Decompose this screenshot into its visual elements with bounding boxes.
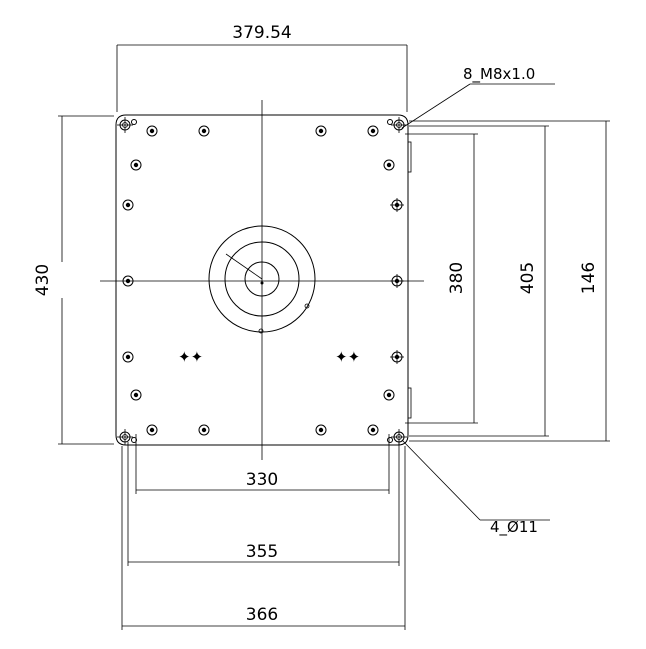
- dimension-left-height: 430: [33, 115, 114, 445]
- dim-right-380-label: 380: [447, 262, 467, 294]
- dimension-right-380: 380: [405, 133, 478, 424]
- dimension-right-405: 405: [409, 125, 549, 437]
- bore-radius-leader: [225, 253, 263, 280]
- hole: [367, 125, 379, 137]
- pin-pair-right: ✦✦: [335, 348, 360, 366]
- bore-inner-ring: [244, 261, 280, 297]
- callout-threaded-label: 8_M8x1.0: [463, 65, 535, 84]
- hole: [198, 424, 210, 436]
- dimension-bottom-355: 355: [127, 442, 400, 566]
- hole: [122, 351, 134, 363]
- bore-outer-ring: [208, 225, 316, 333]
- hole: [198, 125, 210, 137]
- corner-hole: [117, 117, 137, 133]
- hole: [383, 159, 395, 171]
- dim-left-height-label: 430: [33, 264, 53, 296]
- crossed-hole: [390, 274, 404, 288]
- bore-small-pin-bottom: [258, 328, 264, 334]
- hole: [367, 424, 379, 436]
- corner-hole: [117, 429, 137, 445]
- dimension-right-146: 146: [409, 120, 610, 442]
- corner-holes: [117, 117, 407, 445]
- side-tab-lower: [407, 387, 412, 419]
- side-tab-upper: [407, 141, 412, 173]
- dim-right-146-label: 146: [579, 262, 599, 294]
- hole: [122, 199, 134, 211]
- bore-middle-ring: [224, 241, 300, 317]
- dimension-top-width: 379.54: [116, 23, 408, 112]
- hole: [146, 125, 158, 137]
- bore-center-dot: [260, 281, 264, 285]
- dim-top-width-label: 379.54: [232, 23, 291, 43]
- central-bore: [208, 225, 316, 334]
- corner-hole: [387, 117, 407, 133]
- dim-bottom-366-label: 366: [246, 605, 278, 625]
- crossed-hole: [390, 350, 404, 364]
- hole: [383, 389, 395, 401]
- corner-hole: [387, 429, 407, 445]
- callout-through-label: 4_Ø11: [490, 518, 538, 537]
- dimension-bottom-366: 366: [121, 446, 406, 630]
- hole: [146, 424, 158, 436]
- dimension-bottom-330: 330: [135, 434, 390, 494]
- hole: [315, 125, 327, 137]
- plate-outline: [115, 114, 409, 446]
- mounting-holes: [122, 125, 395, 436]
- dim-bottom-330-label: 330: [246, 470, 278, 490]
- dim-right-405-label: 405: [518, 262, 538, 294]
- callout-threaded-holes: 8_M8x1.0: [401, 65, 555, 129]
- crossed-holes: [390, 198, 404, 364]
- dim-bottom-355-label: 355: [246, 542, 278, 562]
- callout-through-holes: 4_Ø11: [401, 439, 550, 537]
- crossed-hole: [390, 198, 404, 212]
- pin-pair-left: ✦✦: [178, 348, 203, 366]
- hole: [130, 389, 142, 401]
- hole: [130, 159, 142, 171]
- bore-small-pin-right: [304, 303, 310, 309]
- hole: [315, 424, 327, 436]
- pin-pairs: ✦✦ ✦✦: [178, 348, 360, 366]
- hole: [122, 275, 134, 287]
